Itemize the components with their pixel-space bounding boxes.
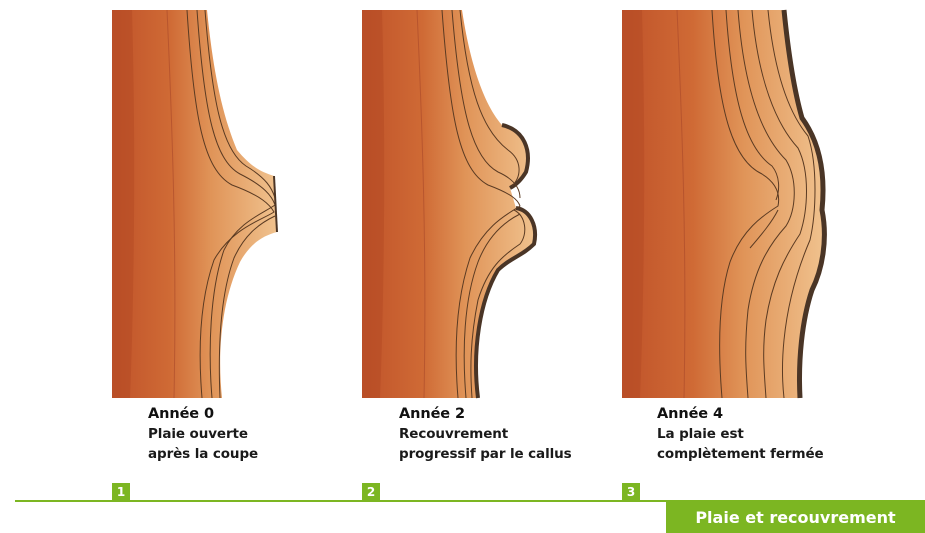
year-label: Année 4 [657,404,877,424]
description-line-2: après la coupe [148,444,368,464]
caption-panel-1: Année 0 Plaie ouverte après la coupe [148,404,368,464]
step-badge-2: 2 [362,483,380,501]
wood-section-year-0 [112,0,342,400]
figure-title: Plaie et recouvrement [666,502,925,533]
caption-panel-2: Année 2 Recouvrement progressif par le c… [399,404,619,464]
wood-section-year-4 [622,0,852,400]
caption-panel-3: Année 4 La plaie est complètement fermée [657,404,877,464]
wood-illustration-closed-wound [622,0,852,400]
year-label: Année 0 [148,404,368,424]
description-line-2: progressif par le callus [399,444,619,464]
step-badge-1: 1 [112,483,130,501]
step-badge-3: 3 [622,483,640,501]
wood-illustration-open-wound [112,0,342,400]
wood-illustration-callus [362,0,592,400]
description-line-2: complètement fermée [657,444,877,464]
description-line-1: La plaie est [657,424,877,444]
year-label: Année 2 [399,404,619,424]
description-line-1: Recouvrement [399,424,619,444]
wood-section-year-2 [362,0,592,400]
description-line-1: Plaie ouverte [148,424,368,444]
